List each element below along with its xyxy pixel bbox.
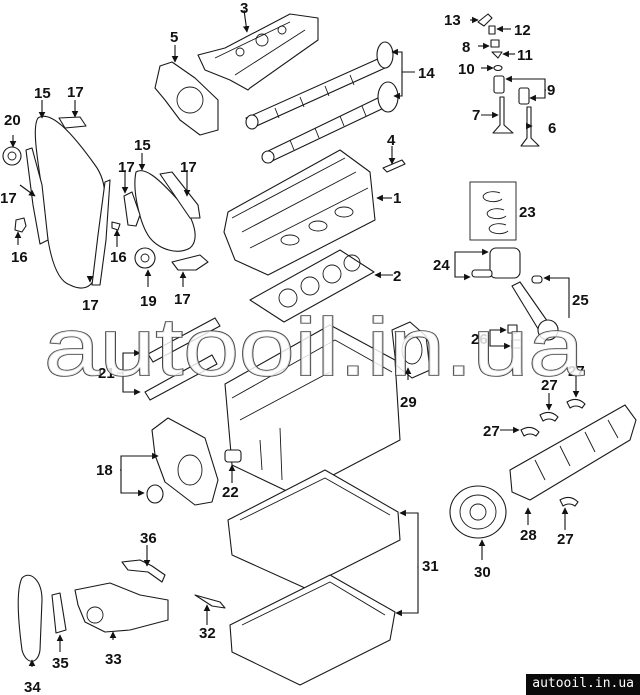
sprocket [134, 247, 156, 269]
callout-32[interactable]: 32 [199, 625, 216, 642]
timing-chain-secondary [134, 170, 196, 252]
callout-17a[interactable]: 17 [67, 84, 84, 101]
callouts: 1 2 3 4 5 6 7 8 9 10 11 12 13 14 15 15 1… [0, 0, 589, 695]
callout-23[interactable]: 23 [519, 204, 536, 221]
main-bearing [520, 426, 540, 437]
callout-27a[interactable]: 27 [541, 377, 558, 394]
oil-pan-lower [229, 574, 396, 686]
oil-pump-tensioner [51, 592, 67, 634]
crank-gear [224, 449, 242, 463]
bracket [382, 159, 406, 173]
connecting-rod [511, 275, 559, 341]
watermark-text: autooil.in.ua [44, 302, 584, 393]
balance-shaft [144, 354, 218, 401]
chain-guide [171, 254, 209, 271]
chain-guide [123, 191, 141, 227]
callout-17d[interactable]: 17 [180, 159, 197, 176]
chain-guide [91, 179, 111, 286]
callout-3[interactable]: 3 [240, 0, 248, 17]
camshaft-lower [261, 81, 399, 164]
crank-pulley [449, 485, 507, 539]
rod-bearing [507, 324, 518, 334]
callout-34[interactable]: 34 [24, 679, 41, 695]
callout-19[interactable]: 19 [140, 293, 157, 310]
callout-17b[interactable]: 17 [0, 190, 17, 207]
oil-pump-chain [17, 574, 43, 662]
callout-6[interactable]: 6 [548, 120, 556, 137]
callout-9[interactable]: 9 [547, 82, 555, 99]
callout-27b[interactable]: 27 [568, 363, 585, 380]
callout-13[interactable]: 13 [444, 12, 461, 29]
callout-27c[interactable]: 27 [483, 423, 500, 440]
leader-lines [9, 9, 580, 667]
callout-2[interactable]: 2 [393, 268, 401, 285]
callout-20[interactable]: 20 [4, 112, 21, 129]
rear-main-seal [391, 321, 431, 379]
callout-16a[interactable]: 16 [11, 249, 28, 266]
chain-guide [159, 171, 201, 219]
callout-35[interactable]: 35 [52, 655, 69, 672]
balance-shaft [147, 317, 221, 363]
callout-18[interactable]: 18 [96, 462, 113, 479]
piston-rings [469, 181, 517, 241]
callout-14[interactable]: 14 [418, 65, 435, 82]
callout-7[interactable]: 7 [472, 107, 480, 124]
callout-1[interactable]: 1 [393, 190, 401, 207]
oil-pan-upper [227, 469, 401, 589]
sprocket [2, 146, 22, 166]
timing-cover-lower [151, 417, 219, 506]
main-bearing [539, 411, 559, 422]
main-bearing [566, 398, 586, 409]
callout-22[interactable]: 22 [222, 484, 239, 501]
callout-17f[interactable]: 17 [174, 291, 191, 308]
callout-16b[interactable]: 16 [110, 249, 127, 266]
callout-8[interactable]: 8 [462, 39, 470, 56]
callout-21[interactable]: 21 [98, 365, 115, 382]
crank-seal [146, 484, 164, 504]
callout-4[interactable]: 4 [387, 132, 396, 149]
callout-29[interactable]: 29 [400, 394, 417, 411]
callout-5[interactable]: 5 [170, 29, 178, 46]
callout-31[interactable]: 31 [422, 558, 439, 575]
callout-27d[interactable]: 27 [557, 531, 574, 548]
callout-15b[interactable]: 15 [134, 137, 151, 154]
main-bearing [559, 496, 579, 507]
callout-24[interactable]: 24 [433, 257, 450, 274]
cylinder-head [223, 149, 376, 276]
callout-11[interactable]: 11 [517, 47, 533, 64]
callout-17e[interactable]: 17 [82, 297, 99, 314]
callout-10[interactable]: 10 [458, 61, 475, 78]
watermark-badge: autooil.in.ua [526, 674, 640, 695]
valve-cover [197, 13, 319, 91]
chain-tensioner [14, 217, 27, 233]
piston [471, 247, 521, 279]
callout-12[interactable]: 12 [514, 22, 531, 39]
oil-pump [74, 582, 169, 633]
chain-tensioner [111, 221, 121, 231]
callout-17c[interactable]: 17 [118, 159, 135, 176]
callout-26[interactable]: 26 [471, 331, 488, 348]
head-gasket [249, 249, 375, 323]
callout-28[interactable]: 28 [520, 527, 537, 544]
callout-36[interactable]: 36 [140, 530, 157, 547]
rod-bearing [511, 339, 522, 349]
callout-15a[interactable]: 15 [34, 85, 51, 102]
crankshaft [509, 404, 637, 501]
timing-cover-upper [154, 61, 219, 136]
callout-33[interactable]: 33 [105, 651, 122, 668]
oil-pickup-seal [194, 594, 226, 609]
callout-30[interactable]: 30 [474, 564, 491, 581]
oil-pickup-tube [121, 559, 166, 583]
chain-guide [25, 147, 49, 245]
callout-25[interactable]: 25 [572, 292, 589, 309]
